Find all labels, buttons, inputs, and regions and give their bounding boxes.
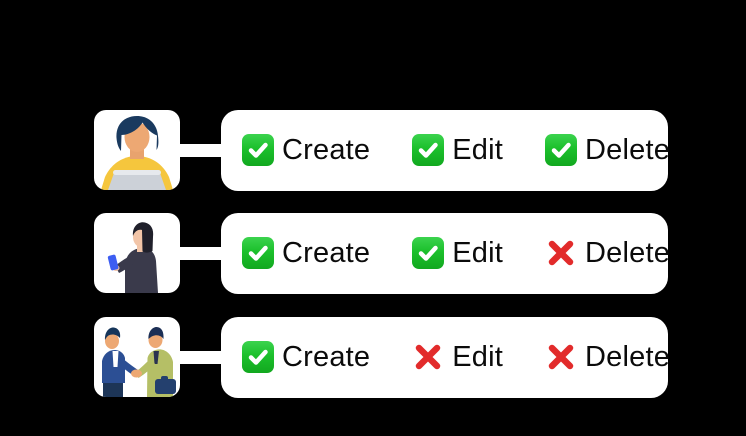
- avatar-box: [94, 213, 180, 293]
- permission-label: Create: [282, 236, 371, 269]
- permission-label: Create: [282, 133, 371, 166]
- two-people-handshake-icon: [102, 327, 176, 397]
- permission-row: Create Edit Delete: [94, 109, 670, 191]
- permission-item: Edit: [412, 134, 503, 167]
- cross-icon: [545, 341, 577, 373]
- check-icon: [242, 134, 274, 166]
- permission-item: Create: [242, 237, 370, 270]
- cross-icon: [412, 341, 444, 373]
- connector-line: [178, 246, 223, 260]
- person-at-laptop-icon: [101, 116, 173, 190]
- permission-row: Create Edit Delete: [94, 212, 670, 294]
- permission-item: Delete: [545, 341, 670, 374]
- permission-item: Create: [242, 341, 370, 374]
- connector-line: [178, 350, 223, 364]
- check-icon: [242, 237, 274, 269]
- permission-item: Delete: [545, 134, 670, 167]
- avatar-box: [94, 317, 180, 397]
- permission-label: Edit: [452, 236, 504, 269]
- permissions-card: Create Edit Delete: [221, 109, 670, 191]
- permission-item: Edit: [412, 341, 503, 374]
- permission-row: Create Edit Delete: [94, 316, 670, 398]
- permission-item: Create: [242, 134, 370, 167]
- permission-label: Edit: [452, 340, 504, 373]
- permission-item: Delete: [545, 237, 670, 270]
- check-icon: [242, 341, 274, 373]
- check-icon: [412, 237, 445, 269]
- person-holding-phone-icon: [107, 222, 158, 293]
- cross-icon: [545, 237, 577, 269]
- avatar-box: [94, 110, 180, 190]
- permission-label: Delete: [585, 133, 671, 166]
- permissions-card: Create Edit Delete: [221, 316, 670, 398]
- permission-label: Delete: [585, 340, 671, 373]
- permission-label: Delete: [585, 236, 671, 269]
- check-icon: [545, 134, 578, 166]
- permission-label: Edit: [452, 133, 504, 166]
- check-icon: [412, 134, 445, 166]
- permission-item: Edit: [412, 237, 503, 270]
- connector-line: [178, 143, 223, 157]
- permissions-card: Create Edit Delete: [221, 212, 670, 294]
- permission-label: Create: [282, 340, 371, 373]
